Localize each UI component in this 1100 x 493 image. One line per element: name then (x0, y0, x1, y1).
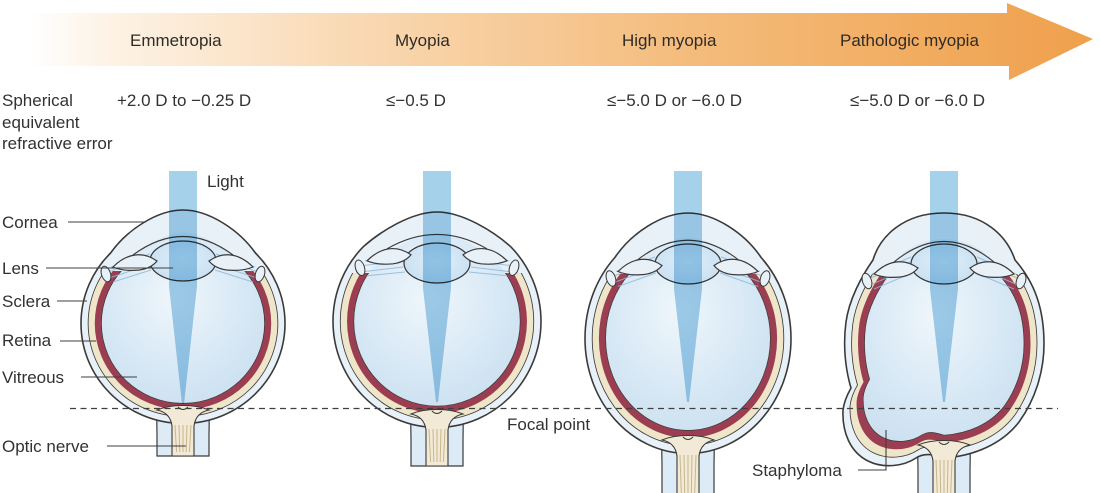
iris (713, 258, 760, 276)
optic-nerve-label: Optic nerve (2, 437, 89, 456)
staphyloma-label: Staphyloma (752, 461, 842, 480)
ciliary-body (254, 265, 266, 283)
spherical-equivalent-line3: refractive error (2, 134, 113, 153)
light-label: Light (207, 172, 244, 191)
iris (616, 258, 663, 276)
refractive-value-myopia: ≤−0.5 D (386, 91, 446, 110)
ciliary-body (605, 270, 617, 287)
ciliary-body (354, 259, 366, 277)
cornea-label: Cornea (2, 213, 58, 232)
refractive-value-pathologic-myopia: ≤−5.0 D or −6.0 D (850, 91, 986, 110)
iris (111, 254, 158, 271)
spherical-equivalent-label: Spherical equivalent refractive error (2, 90, 113, 155)
light-beam (930, 171, 958, 402)
ciliary-body (1015, 272, 1027, 290)
arrow-label-pathologic-myopia: Pathologic myopia (840, 31, 979, 50)
spherical-equivalent-line2: equivalent (2, 112, 80, 132)
refractive-value-emmetropia: +2.0 D to −0.25 D (117, 91, 252, 110)
iris (969, 261, 1016, 278)
light-beam (169, 171, 197, 404)
iris (462, 248, 509, 265)
lens-label: Lens (2, 259, 39, 278)
staphyloma-leader (858, 430, 887, 471)
retina-label: Retina (2, 331, 52, 350)
light-beam (674, 171, 702, 402)
arrow-label-high-myopia: High myopia (622, 31, 717, 50)
ciliary-body (861, 272, 873, 290)
ciliary-body (508, 259, 520, 277)
arrow-label-myopia: Myopia (395, 31, 450, 50)
refractive-value-high-myopia: ≤−5.0 D or −6.0 D (607, 91, 743, 110)
iris (365, 248, 412, 265)
spherical-equivalent-line1: Spherical (2, 91, 73, 110)
ciliary-body (100, 265, 112, 283)
severity-arrow (30, 3, 1093, 80)
ciliary-body (759, 270, 771, 287)
sclera-label: Sclera (2, 292, 51, 311)
light-beam (423, 171, 451, 402)
focal-point-label: Focal point (507, 415, 591, 434)
vitreous-label: Vitreous (2, 368, 65, 387)
iris (872, 261, 919, 278)
arrow-label-emmetropia: Emmetropia (130, 31, 222, 50)
leader-lines (46, 221, 887, 471)
iris (208, 254, 255, 271)
